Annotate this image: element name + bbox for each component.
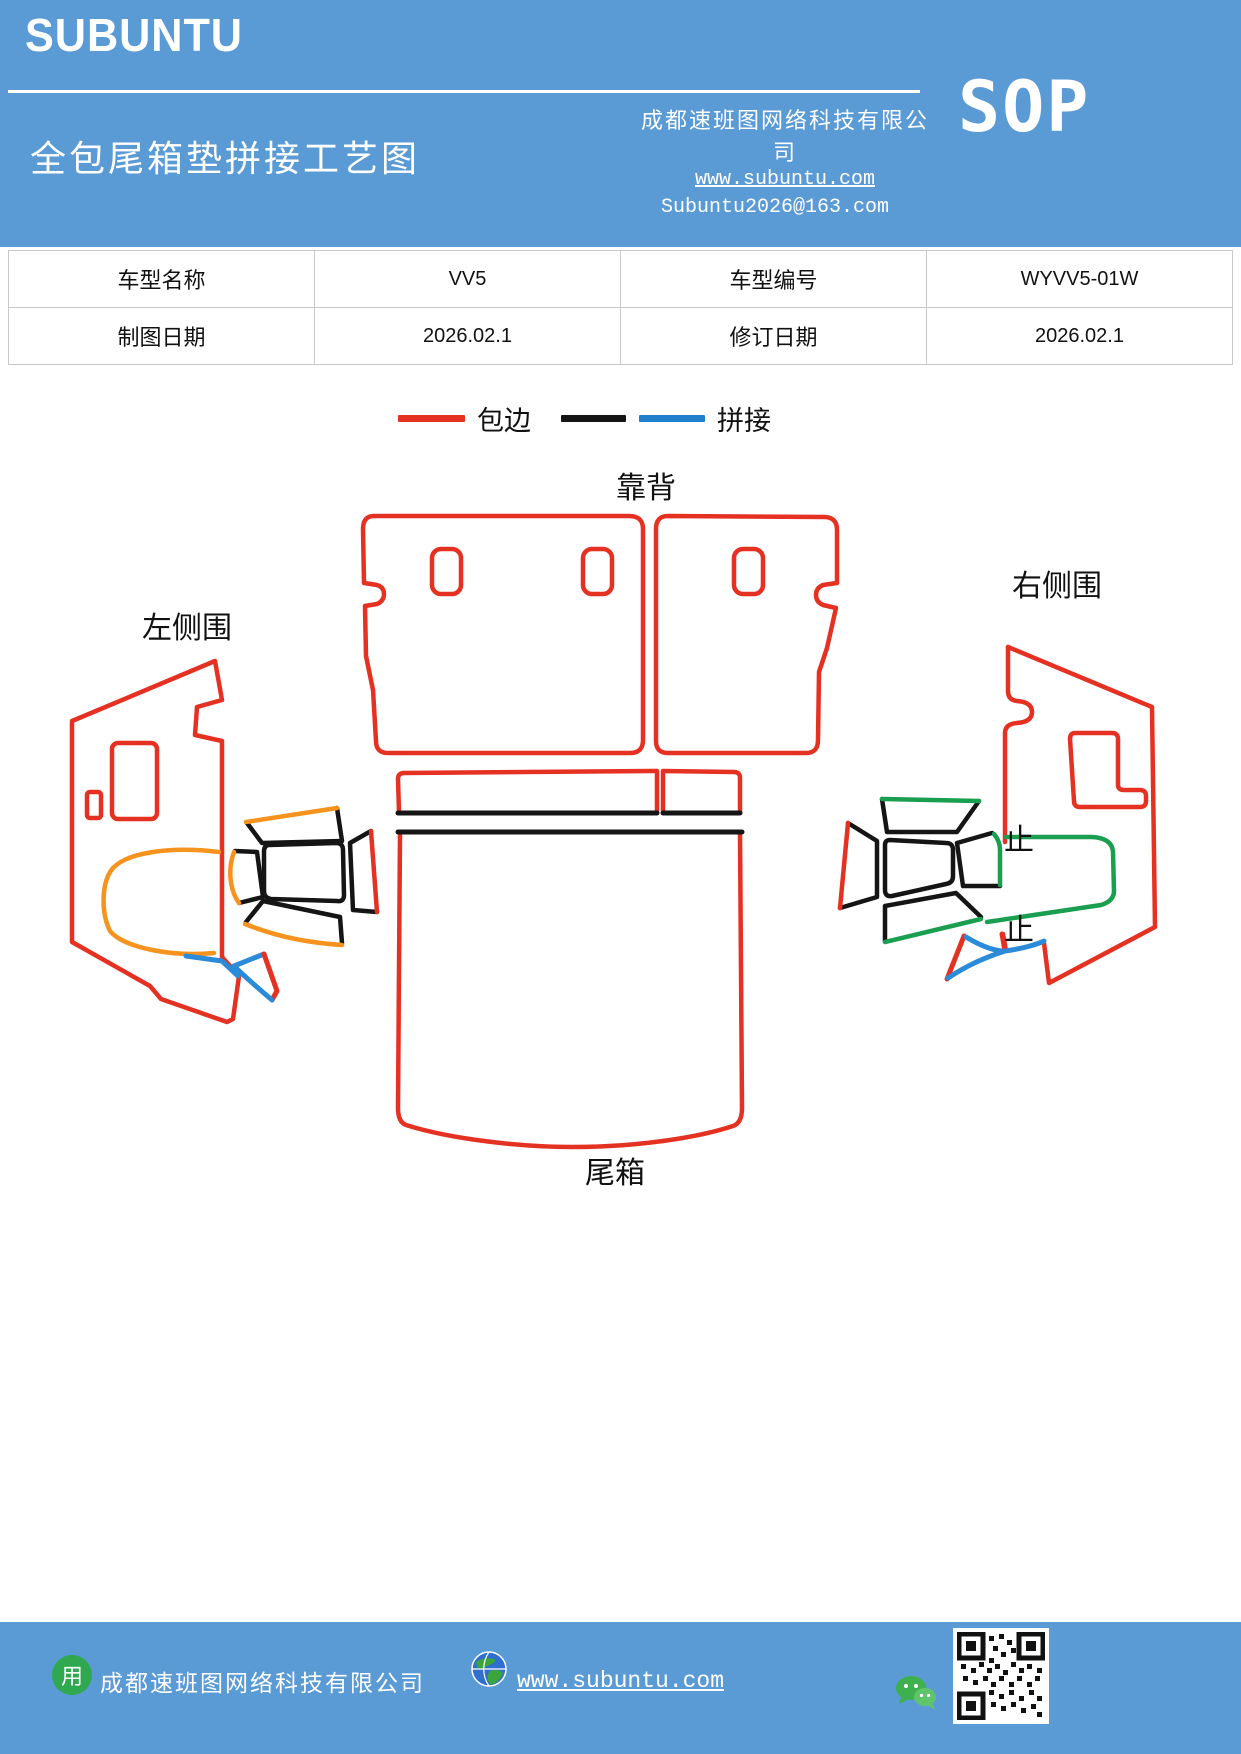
brand-logo: SUBUNTU xyxy=(25,9,243,61)
right-green-trim xyxy=(984,834,1117,925)
footer-band: 用 成都速班图网络科技有限公司 www.subuntu.com xyxy=(0,1622,1241,1754)
splice-blue-swatch xyxy=(639,414,705,422)
backrest-right-piece xyxy=(653,513,840,756)
left-splice-marks xyxy=(183,951,280,1003)
footer-website-link[interactable]: www.subuntu.com xyxy=(517,1668,725,1694)
model-name-value: VV5 xyxy=(314,250,621,308)
edge-binding-label: 包边 xyxy=(477,405,531,436)
legend: 包边 拼接 xyxy=(398,398,771,438)
footer-company-name: 成都速班图网络科技有限公司 xyxy=(100,1671,425,1696)
trunk-label: 尾箱 xyxy=(585,1157,645,1190)
splice-black-swatch xyxy=(561,414,626,422)
website-link[interactable]: www.subuntu.com xyxy=(694,168,876,191)
table-row: 车型名称 VV5 车型编号 WYVV5-01W xyxy=(8,250,1233,308)
globe-icon xyxy=(471,1651,507,1687)
revise-date-label: 修订日期 xyxy=(620,307,927,365)
right-splice-marks xyxy=(944,931,1047,982)
model-name-label: 车型名称 xyxy=(8,250,315,308)
company-name: 成都速班图网络科技有限公司 xyxy=(640,108,929,165)
backrest-label: 靠背 xyxy=(616,472,676,505)
page-title: 全包尾箱垫拼接工艺图 xyxy=(30,139,421,179)
company-logo-icon: 用 xyxy=(52,1655,92,1695)
trunk-piece xyxy=(395,829,745,1150)
wechat-icon xyxy=(896,1676,936,1709)
table-row: 制图日期 2026.02.1 修订日期 2026.02.1 xyxy=(8,307,1233,365)
header-divider xyxy=(8,90,920,93)
stop-mark-lower: 止 xyxy=(1004,914,1034,947)
backrest-left-piece xyxy=(360,513,646,756)
divider-strips xyxy=(395,768,743,816)
stop-mark-upper: 止 xyxy=(1004,824,1034,857)
revise-date-value: 2026.02.1 xyxy=(926,307,1233,365)
header-band: SUBUNTU 全包尾箱垫拼接工艺图 成都速班图网络科技有限公司 SOP www… xyxy=(0,0,1241,247)
left-splice-cluster xyxy=(228,805,380,948)
right-side-panel-piece xyxy=(1000,644,1158,986)
sop-badge: SOP xyxy=(958,66,1091,148)
edge-binding-swatch xyxy=(398,414,465,422)
left-side-panel-piece xyxy=(69,658,242,1025)
draw-date-value: 2026.02.1 xyxy=(314,307,621,365)
left-orange-trim xyxy=(101,847,222,957)
draw-date-label: 制图日期 xyxy=(8,307,315,365)
email-link[interactable]: Subuntu2026@163.com xyxy=(660,196,890,219)
right-splice-cluster xyxy=(837,796,1003,945)
vehicle-info-table: 车型名称 VV5 车型编号 WYVV5-01W 制图日期 2026.02.1 修… xyxy=(8,250,1233,365)
right-side-label: 右侧围 xyxy=(1012,570,1102,603)
model-code-label: 车型编号 xyxy=(620,250,927,308)
left-side-label: 左侧围 xyxy=(142,612,232,645)
splice-label: 拼接 xyxy=(717,405,771,436)
qr-code xyxy=(953,1628,1049,1724)
